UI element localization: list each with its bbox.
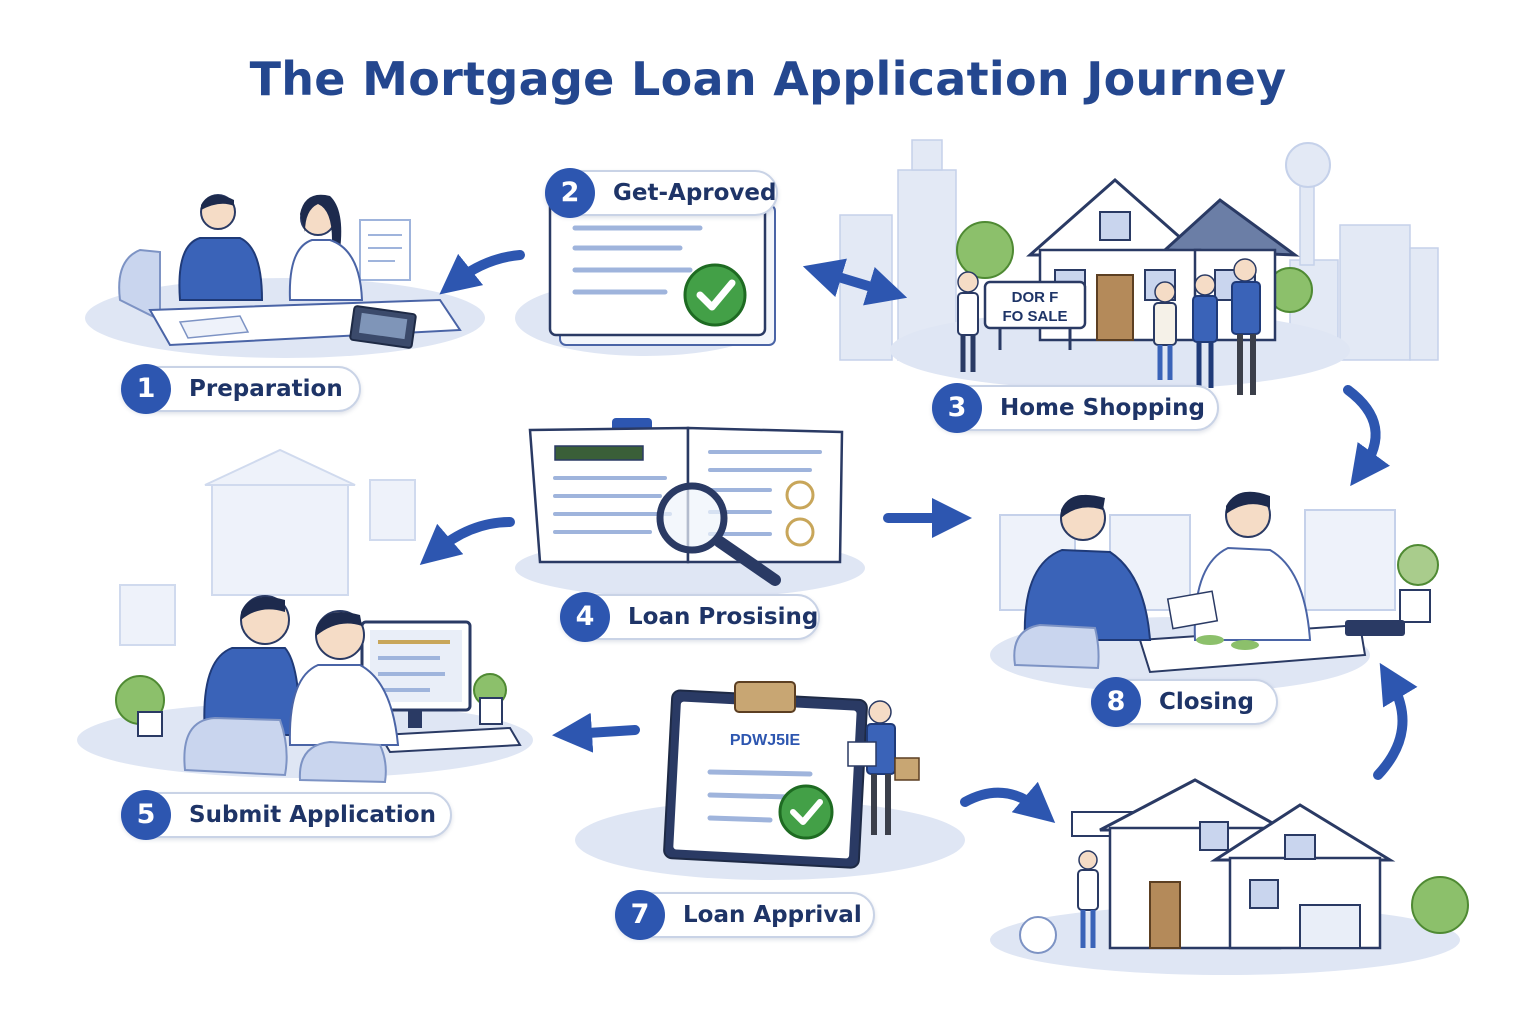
step-submit-application: 5 Submit Application bbox=[121, 790, 452, 840]
step-number-badge: 3 bbox=[932, 383, 982, 433]
arrow-4-to-5 bbox=[419, 517, 515, 566]
arrow-7-to-5 bbox=[552, 712, 640, 753]
step-get-approved: 2 Get-Aproved bbox=[545, 168, 778, 218]
step-number-badge: 8 bbox=[1091, 677, 1141, 727]
flow-arrows bbox=[419, 250, 1418, 824]
page-title: The Mortgage Loan Application Journey bbox=[249, 52, 1287, 106]
sign-line-2: FO SALE bbox=[1002, 308, 1067, 325]
step-label: Home Shopping bbox=[1000, 395, 1206, 421]
arrow-2-to-3 bbox=[802, 258, 908, 306]
loan-processing-scene bbox=[515, 418, 865, 598]
get-approved-scene bbox=[515, 193, 776, 356]
step-number-badge: 7 bbox=[615, 890, 665, 940]
step-closing: 8 Closing bbox=[1091, 677, 1278, 727]
approval-check-icon bbox=[778, 784, 834, 840]
step-label: Loan Prosising bbox=[628, 604, 819, 630]
home-shopping-scene: DOR F FO SALE bbox=[839, 139, 1439, 395]
buyers-group bbox=[957, 258, 1261, 395]
check-badge-icon bbox=[683, 263, 747, 327]
step-home-shopping: 3 Home Shopping bbox=[932, 383, 1219, 433]
arrow-7-to-house bbox=[960, 781, 1056, 824]
arrow-2-to-1 bbox=[439, 250, 525, 295]
for-sale-sign: DOR F FO SALE bbox=[983, 280, 1087, 350]
step-number-badge: 5 bbox=[121, 790, 171, 840]
step-label: Loan Apprival bbox=[683, 902, 862, 928]
step-label: Submit Application bbox=[189, 802, 436, 828]
loan-approval-scene: PDWJ5IE bbox=[575, 681, 965, 880]
step-loan-processing: 4 Loan Prosising bbox=[560, 592, 820, 642]
step-number-badge: 2 bbox=[545, 168, 595, 218]
step-number-badge: 1 bbox=[121, 364, 171, 414]
submit-application-scene bbox=[77, 448, 533, 784]
preparation-scene bbox=[85, 194, 485, 358]
arrow-3-to-8 bbox=[1343, 385, 1390, 487]
sign-line-1: DOR F bbox=[1012, 289, 1059, 306]
new-home-scene bbox=[990, 778, 1469, 975]
magnifier-icon bbox=[656, 482, 728, 554]
closing-scene bbox=[990, 491, 1439, 693]
step-label: Closing bbox=[1159, 689, 1254, 715]
step-number-badge: 4 bbox=[560, 592, 610, 642]
clipboard-heading: PDWJ5IE bbox=[730, 732, 801, 749]
step-loan-approval: 7 Loan Apprival bbox=[615, 890, 875, 940]
step-preparation: 1 Preparation bbox=[121, 364, 361, 414]
step-label: Preparation bbox=[189, 376, 343, 402]
arrow-house-to-8 bbox=[1373, 662, 1418, 780]
step-label: Get-Aproved bbox=[613, 180, 777, 206]
